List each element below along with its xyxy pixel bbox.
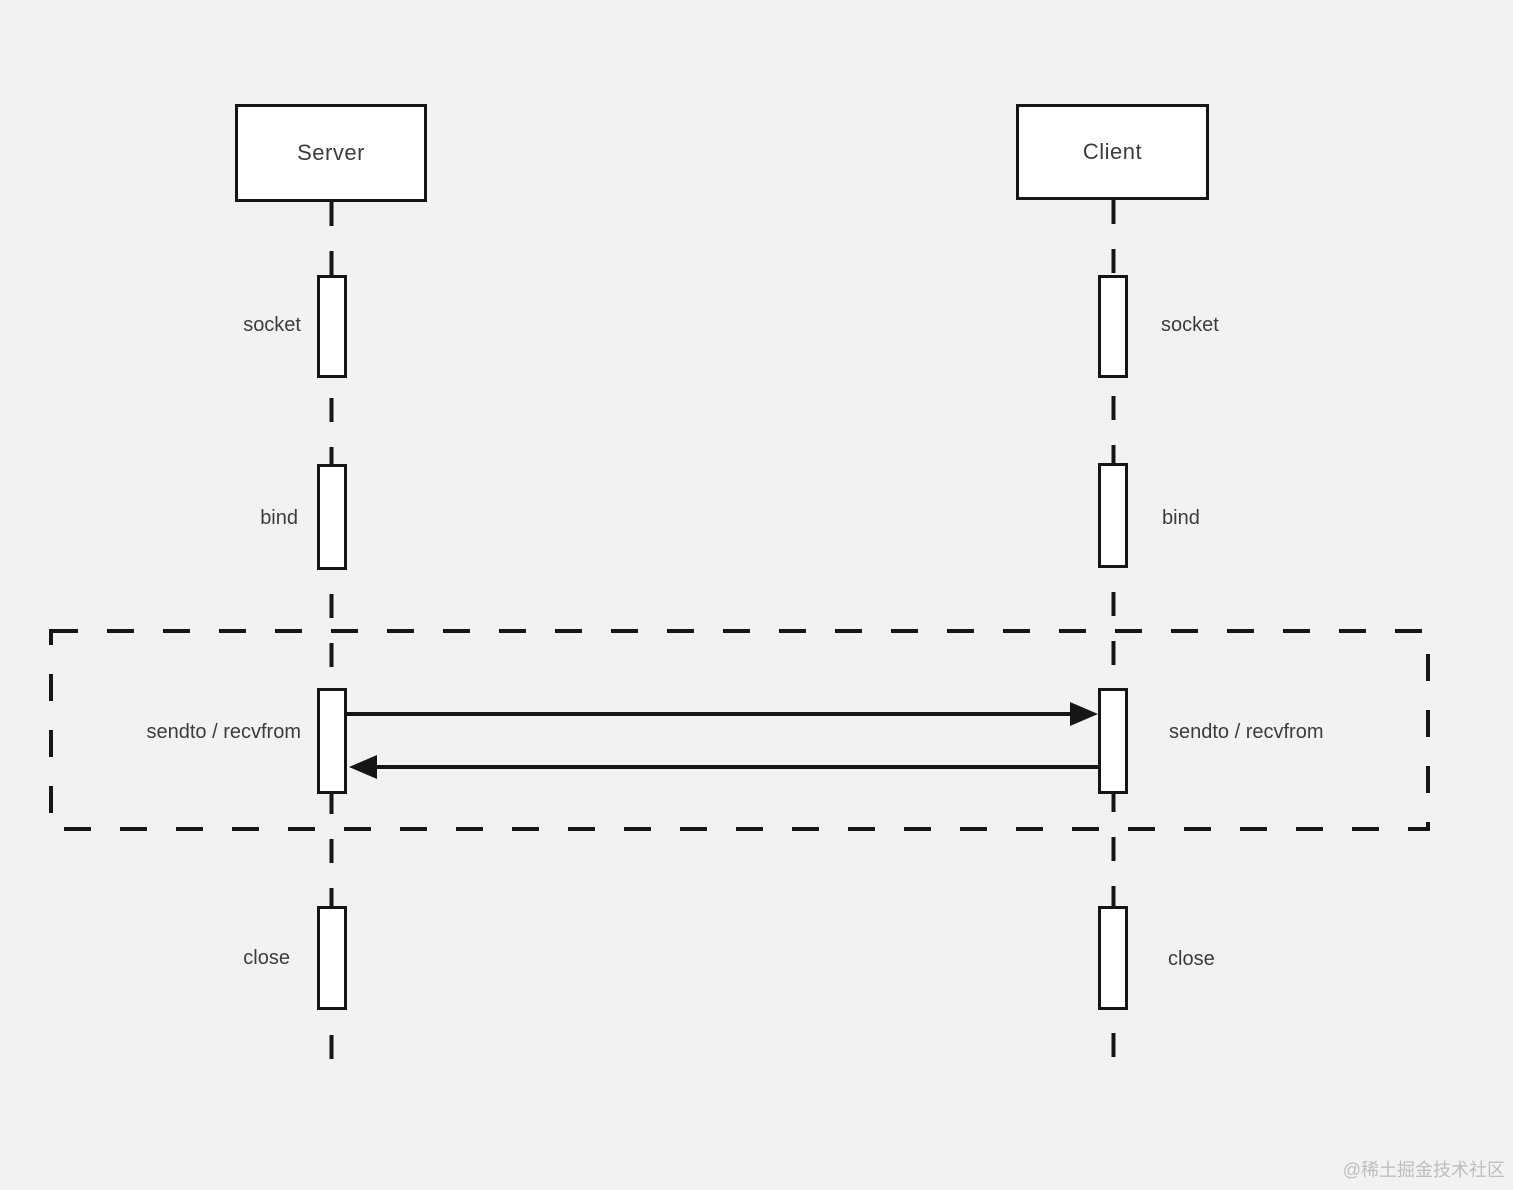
server-bind-activation-bar: [317, 464, 347, 570]
arrow-right-head-icon: [1070, 702, 1098, 726]
arrow-request: [347, 702, 1098, 726]
exchange-group-box: [49, 629, 1430, 831]
client-actor-box: Client: [1016, 104, 1209, 200]
watermark: @稀土掘金技术社区: [1342, 1160, 1505, 1180]
client-close-label: close: [1168, 948, 1215, 970]
client-bind-activation-bar: [1098, 463, 1128, 568]
server-socket-label: socket: [243, 314, 301, 336]
client-close-activation-bar: [1098, 906, 1128, 1010]
client-bind-label: bind: [1162, 507, 1200, 529]
server-actor-box: Server: [235, 104, 427, 202]
server-bind-label: bind: [260, 507, 298, 529]
arrow-left-head-icon: [349, 755, 377, 779]
server-close-activation-bar: [317, 906, 347, 1010]
server-socket-activation-bar: [317, 275, 347, 378]
server-close-label: close: [243, 947, 290, 969]
server-exchange-activation-bar: [317, 688, 347, 794]
server-exchange-label: sendto / recvfrom: [146, 721, 301, 743]
client-exchange-activation-bar: [1098, 688, 1128, 794]
client-actor-label: Client: [1082, 139, 1143, 164]
client-socket-label: socket: [1161, 314, 1219, 336]
client-socket-activation-bar: [1098, 275, 1128, 378]
server-actor-label: Server: [297, 140, 365, 165]
arrow-response: [349, 755, 1098, 779]
client-exchange-label: sendto / recvfrom: [1169, 721, 1324, 743]
